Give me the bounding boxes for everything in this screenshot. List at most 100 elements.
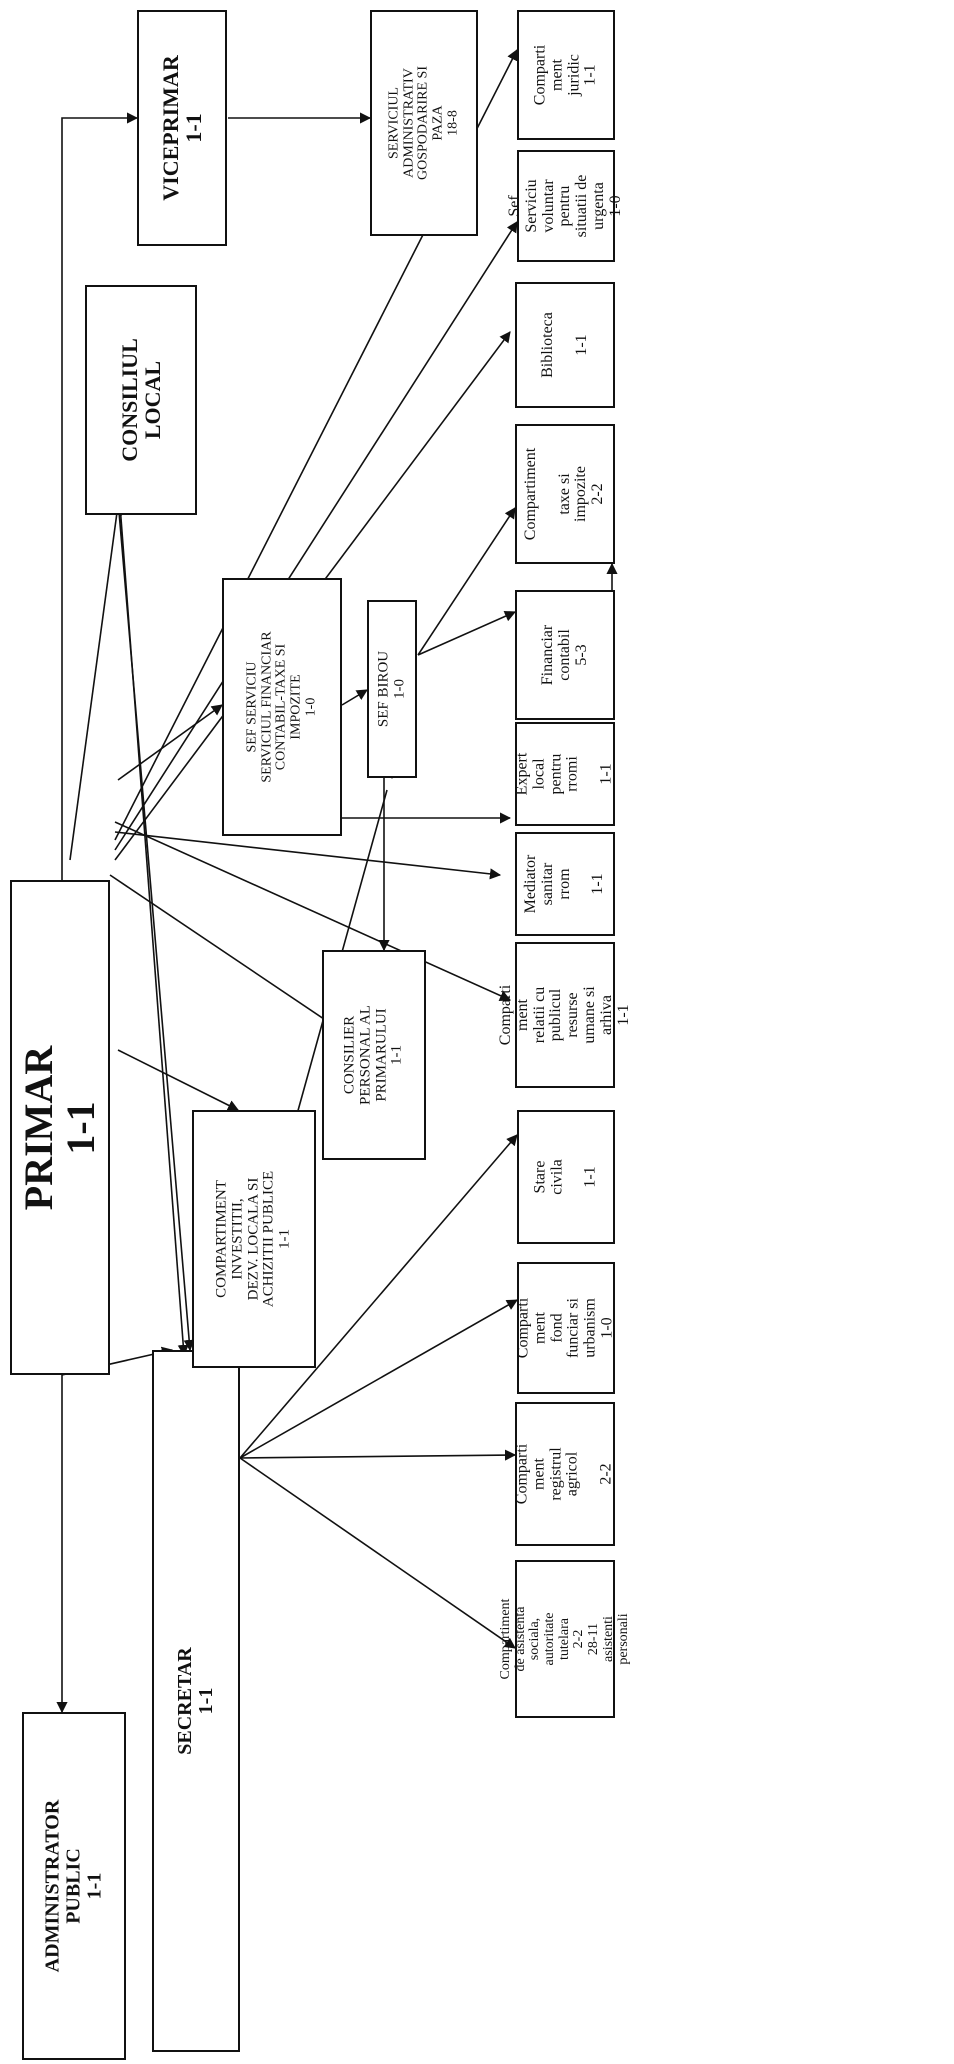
label-line: Comparti	[514, 1297, 532, 1359]
label-line: arhiva	[597, 995, 615, 1035]
label-line: 1-1	[58, 1100, 103, 1155]
connector-arrow	[119, 504, 189, 1357]
label-line: DEZV. LOCALA SI	[245, 1177, 262, 1301]
label-line	[566, 1159, 583, 1195]
label-line: 28-11	[586, 1622, 602, 1656]
label-line: Compartiment	[497, 1598, 513, 1680]
label-line: 1-1	[276, 1229, 293, 1250]
label-line: sanitar	[538, 862, 556, 906]
label-line: LOCAL	[140, 360, 165, 440]
label-line: registrul	[547, 1447, 565, 1501]
label-line: Serviciu	[523, 179, 541, 233]
label-line: Biblioteca	[538, 312, 556, 378]
label-line: 1-0	[606, 195, 624, 217]
label-line: 1-1	[83, 1872, 106, 1900]
label-line: 1-1	[589, 873, 607, 895]
label-line: COMPARTIMENT	[213, 1180, 230, 1298]
label-line: local	[530, 758, 548, 790]
label-line: ment	[548, 59, 566, 91]
label-line: sociala,	[527, 1617, 543, 1661]
label-line: resurse	[564, 992, 581, 1038]
label-line: 1-1	[581, 1166, 599, 1188]
label-line: Comparti	[496, 984, 514, 1046]
label-line: civila	[548, 1159, 566, 1195]
label-line: ACHIZITII PUBLICE	[260, 1170, 277, 1308]
label-line: CONSILIER	[341, 1015, 358, 1095]
label-line: ADMINISTRATIV	[400, 68, 416, 178]
label-line: Financiar	[538, 624, 556, 686]
label-line: 1-1	[614, 1004, 632, 1026]
label-line: 5-3	[572, 644, 590, 666]
connector-arrow	[114, 821, 512, 1001]
label-line	[540, 448, 557, 540]
label-line: Expert	[513, 752, 531, 796]
label-line: 1-0	[391, 679, 407, 699]
label-line: 1-1	[195, 1687, 217, 1715]
label-line: personali	[615, 1613, 631, 1665]
label-line: CONSILIUL	[116, 338, 142, 462]
connector-arrow	[239, 1457, 516, 1649]
label-line: GOSPODARIRE SI	[415, 66, 431, 180]
connector-arrow	[61, 112, 139, 880]
label-line: SERVICIUL FINANCIAR	[258, 631, 274, 783]
label-line	[582, 753, 599, 796]
label-line: taxe si	[555, 473, 573, 515]
label-line: pentru	[547, 753, 565, 795]
label-line: agricol	[564, 1451, 581, 1497]
label-line: PERSONAL AL	[357, 1005, 374, 1105]
label-line: rrom	[555, 868, 573, 900]
label-line: contabil	[555, 629, 573, 681]
label-line: Comparti	[531, 44, 549, 106]
label-line: 1-1	[581, 64, 599, 86]
label-line: Stare	[531, 1160, 549, 1194]
label-line	[582, 1444, 599, 1504]
connector-arrow	[114, 221, 518, 851]
label-line	[573, 855, 590, 914]
label-line: 1-1	[572, 334, 590, 356]
label-line: Compartiment	[522, 447, 540, 541]
label-line: 1-1	[181, 113, 206, 143]
label-line: PUBLIC	[62, 1848, 85, 1924]
label-line: PRIMARULUI	[373, 1008, 389, 1102]
label-line: 2-2	[597, 1463, 615, 1485]
label-line: Sef	[506, 195, 524, 217]
label-line: ment	[513, 999, 531, 1031]
label-line: de asistenta	[512, 1606, 528, 1672]
label-line: urgenta	[590, 182, 608, 230]
label-line: CONTABIL-TAXE SI	[273, 643, 289, 771]
label-line: tutelara	[556, 1618, 572, 1660]
label-line: SECRETAR	[174, 1647, 196, 1755]
label-line: funciar si	[565, 1298, 582, 1358]
label-line: juridic	[565, 54, 582, 96]
label-line	[557, 312, 574, 378]
box-label: Biblioteca 1-1	[538, 312, 590, 378]
label-line: SEF SERVICIU	[244, 661, 260, 753]
label-line: 1-0	[303, 697, 319, 717]
label-line: ADMINISTRATOR	[41, 1799, 64, 1973]
